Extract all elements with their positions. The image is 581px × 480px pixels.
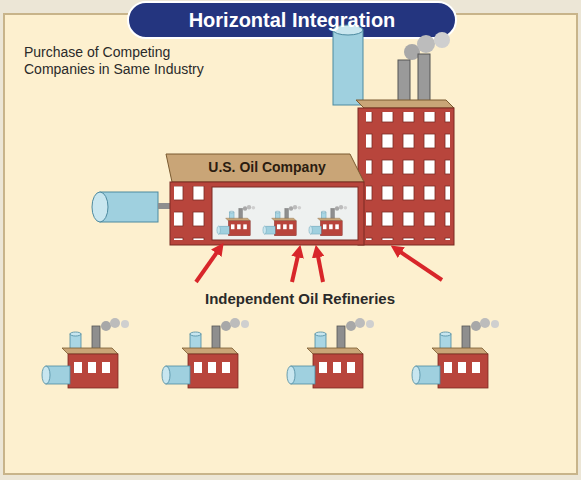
tower xyxy=(358,108,454,245)
independent-refinery xyxy=(162,318,249,388)
red-arrow xyxy=(292,251,299,282)
acquisition-arrows xyxy=(196,248,442,282)
independent-refinery xyxy=(287,318,374,388)
caption-note: Purchase of Competing Companies in Same … xyxy=(24,44,224,78)
smoke xyxy=(434,32,450,48)
tower-roof xyxy=(356,100,454,108)
horizontal-tank xyxy=(100,192,158,222)
red-arrow xyxy=(317,251,323,282)
tank-end xyxy=(92,192,108,222)
windows xyxy=(366,112,450,240)
independent-refinery xyxy=(42,318,129,388)
smoke xyxy=(417,35,435,53)
storage-tank xyxy=(333,30,363,105)
acquired-refinery xyxy=(217,205,255,236)
company-building: U.S. Oil Company xyxy=(168,156,366,245)
red-arrow xyxy=(396,249,442,280)
title: Horizontal Integration xyxy=(189,9,396,32)
acquired-refinery xyxy=(309,205,347,236)
windows xyxy=(174,186,208,240)
panel xyxy=(4,14,577,474)
title-banner xyxy=(128,2,456,38)
cutaway xyxy=(212,187,358,240)
red-arrow xyxy=(196,248,220,282)
front-wall xyxy=(170,182,364,245)
group-label: Independent Oil Refineries xyxy=(205,290,395,308)
acquired-refinery xyxy=(263,205,301,236)
company-name: U.S. Oil Company xyxy=(168,156,366,178)
independent-refinery xyxy=(412,318,499,388)
